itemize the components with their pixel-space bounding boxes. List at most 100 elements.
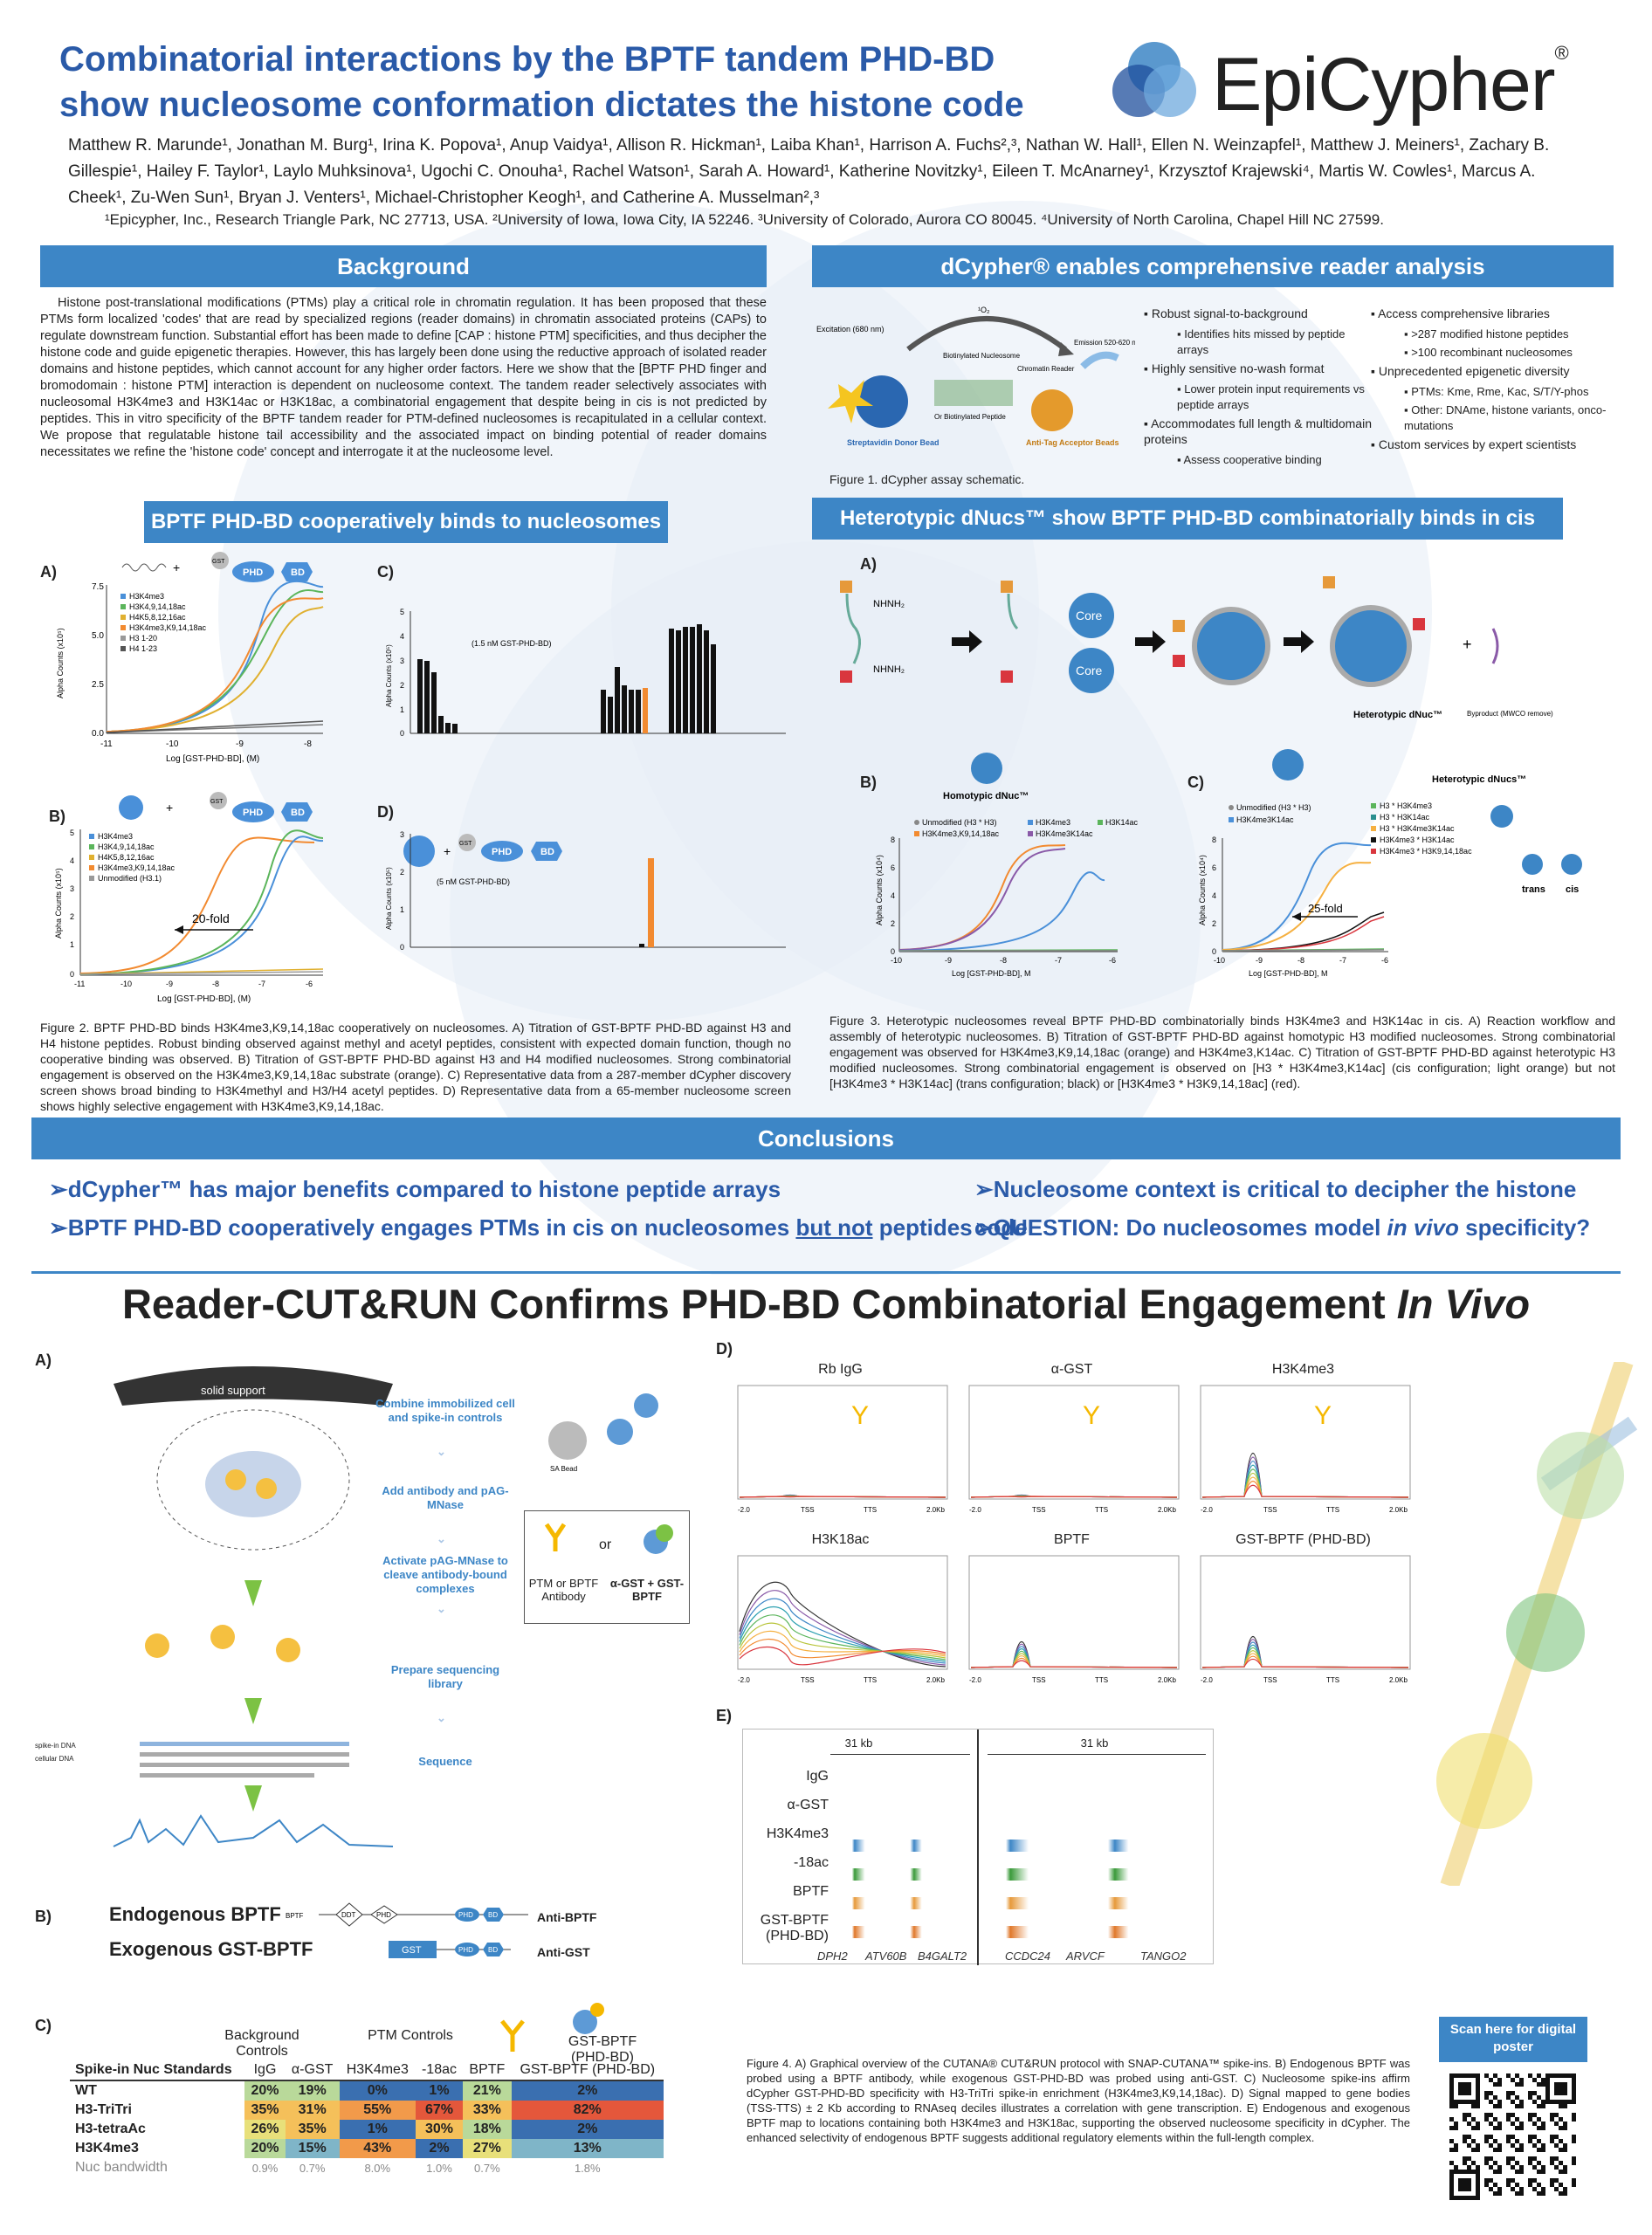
fig3-a-label: A) (860, 555, 877, 573)
profile-series (970, 1643, 1178, 1668)
svg-text:0: 0 (1212, 947, 1216, 956)
profile-series (1201, 1647, 1409, 1668)
heatmap-cell: 31% (285, 2101, 340, 2120)
svg-text:+: + (173, 560, 180, 574)
svg-text:GST: GST (210, 799, 224, 805)
svg-text:H3K4me3: H3K4me3 (129, 592, 164, 601)
svg-text:Unmodified (H3.1): Unmodified (H3.1) (98, 874, 162, 883)
heatmap-cell: 0% (339, 2080, 416, 2101)
heatmap-cell: 30% (415, 2120, 464, 2139)
heatmap-cell: 18% (463, 2120, 512, 2139)
track-label: α-GST (787, 1798, 829, 1812)
gene-label: DPH2 (817, 1950, 848, 1963)
svg-text:Heterotypic dNucs™: Heterotypic dNucs™ (1432, 774, 1526, 785)
profile-xtick: 2.0Kb (1158, 1506, 1176, 1514)
track-signal (839, 1868, 968, 1881)
dcypher-right-bullets: ▪ Access comprehensive libraries▪ >287 m… (1371, 306, 1624, 457)
fig2-a-label: A) (40, 563, 57, 581)
qr-code-icon[interactable] (1449, 2073, 1576, 2200)
svg-text:3: 3 (400, 830, 404, 839)
track-signal (983, 1840, 1210, 1852)
heatmap-cell: 13% (511, 2139, 664, 2158)
gene-label: ATV60B (865, 1950, 907, 1963)
profile-xtick: 2.0Kb (1158, 1676, 1176, 1684)
fig2-panel-d-chart: + GST PHD BD (5 nM GST-PHD-BD) 3 2 1 0 A… (385, 830, 786, 952)
svg-text:cis: cis (1566, 884, 1579, 895)
profile-xtick: -2.0 (1201, 1506, 1213, 1514)
dcypher-right-subbullet: ▪ PTMs: Kme, Rme, Kac, S/T/Y-phos (1404, 385, 1589, 398)
track-signal (983, 1897, 1210, 1909)
svg-text:PHD: PHD (492, 847, 512, 857)
svg-text:-10: -10 (1214, 956, 1225, 965)
fig3-caption: Figure 3. Heterotypic nucleosomes reveal… (829, 1014, 1615, 1090)
profile-xtick: TTS (864, 1676, 877, 1684)
workflow-step: Add antibody and pAG-MNase (382, 1484, 509, 1511)
fig2-panel-b-chart: + GST PHD BD 5 4 3 2 1 0 -11 -10 -9 -8 -… (54, 792, 324, 1004)
scale-bar-right: 31 kb (1080, 1736, 1109, 1750)
workflow-step: Prepare sequencing library (390, 1663, 500, 1690)
svg-text:5: 5 (70, 829, 74, 837)
svg-text:H3K4me3,K9,14,18ac: H3K4me3,K9,14,18ac (922, 829, 1000, 838)
profile-series (1201, 1644, 1409, 1668)
profile-xtick: -2.0 (738, 1676, 750, 1684)
chevron-down-icon: ⌄ (437, 1445, 446, 1458)
svg-text:GST: GST (402, 1945, 422, 1956)
svg-text:+: + (1463, 636, 1472, 653)
svg-text:8: 8 (891, 836, 895, 844)
ptm-controls-header: PTM Controls (368, 2028, 453, 2043)
svg-text:-6: -6 (306, 980, 313, 988)
schematic-reader: Chromatin Reader (1017, 365, 1075, 373)
solid-support-label: solid support (201, 1384, 265, 1397)
profile-xtick: TSS (1032, 1506, 1046, 1514)
fig4-c-label: C) (35, 2017, 52, 2034)
svg-text:Unmodified (H3 * H3): Unmodified (H3 * H3) (1236, 803, 1311, 812)
heatmap-col-header: α-GST (285, 2060, 340, 2081)
svg-text:Log [GST-PHD-BD], (M): Log [GST-PHD-BD], (M) (157, 994, 251, 1004)
fig2-b-label: B) (49, 808, 65, 825)
track-signal (983, 1926, 1210, 1938)
fig3-heading: Heterotypic dNucs™ show BPTF PHD-BD comb… (812, 498, 1563, 540)
anti-bptf-label: Anti-BPTF (537, 1910, 597, 1924)
svg-text:Alpha Counts (x10⁵): Alpha Counts (x10⁵) (54, 868, 63, 939)
fig3-panel-c-chart: Heterotypic dNucs™ Unmodified (H3 * H3) … (1198, 749, 1582, 978)
heatmap-cell: 2% (415, 2139, 464, 2158)
svg-text:-7: -7 (258, 980, 265, 988)
profile-series (1201, 1452, 1409, 1498)
svg-text:0: 0 (400, 943, 404, 952)
profile-title: H3K4me3 (1271, 1362, 1335, 1377)
svg-text:trans: trans (1522, 884, 1545, 895)
profile-xtick: TTS (1095, 1506, 1108, 1514)
fig1-caption: Figure 1. dCypher assay schematic. (829, 472, 1025, 486)
svg-text:-7: -7 (1339, 956, 1346, 965)
conclusion-3: ➢BPTF PHD-BD cooperatively engages PTMs … (49, 1214, 973, 1241)
profile-xtick: TSS (1263, 1506, 1277, 1514)
gene-label: B4GALT2 (918, 1950, 967, 1963)
svg-text:Log [GST-PHD-BD], M: Log [GST-PHD-BD], M (1249, 969, 1328, 978)
track-label: H3K4me3 (766, 1826, 829, 1841)
heatmap-cell: 33% (463, 2101, 512, 2120)
profile-xtick: 2.0Kb (1389, 1506, 1408, 1514)
svg-text:6: 6 (1212, 863, 1216, 872)
svg-text:H3 * H3K4me3: H3 * H3K4me3 (1380, 801, 1432, 810)
svg-text:H3K4me3: H3K4me3 (1036, 818, 1070, 827)
dcypher-right-bullet: ▪ Access comprehensive libraries (1371, 306, 1550, 320)
profile-series (1201, 1456, 1409, 1498)
profile-series (970, 1648, 1178, 1668)
svg-text:PHD: PHD (376, 1911, 391, 1919)
ptm-antibody-label: PTM or BPTF Antibody (528, 1577, 599, 1603)
profile-xtick: TSS (1032, 1676, 1046, 1684)
spikein-dna-label: spike-in DNA (35, 1742, 76, 1750)
svg-text:+: + (166, 801, 173, 815)
fig3-panel-a-workflow: NHNH₂ NHNH₂ Core Core + Heterotypic dNuc… (840, 576, 1553, 720)
heatmap-cell: 1% (339, 2120, 416, 2139)
profile-series (1201, 1639, 1409, 1668)
schematic-o2: ¹O₂ (978, 306, 990, 314)
heatmap-cell: 27% (463, 2139, 512, 2158)
profile-series (1201, 1484, 1409, 1498)
